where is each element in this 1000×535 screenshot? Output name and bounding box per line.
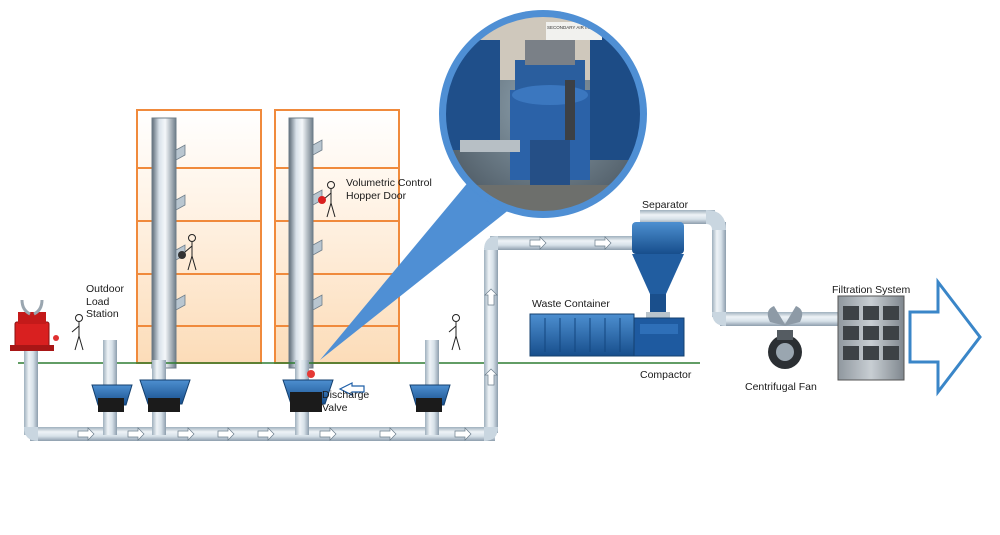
flow-arrow-icon (594, 236, 612, 250)
person-icon (448, 314, 461, 351)
discharge-valve (139, 379, 191, 412)
discharge-valve (91, 384, 133, 412)
flow-arrow-icon (217, 427, 235, 441)
flow-arrow-icon (454, 427, 472, 441)
chute-left (151, 117, 186, 369)
flow-arrow-icon (529, 236, 547, 250)
separator (632, 222, 684, 320)
label-centrifugal-fan: Centrifugal Fan (745, 381, 817, 393)
person-icon (323, 181, 336, 218)
label-filtration-system: Filtration System (832, 284, 911, 296)
discharge-valve (409, 384, 451, 412)
person-icon (184, 234, 197, 271)
photo-sign-text: SECONDARY AIR INTAKE (547, 25, 601, 30)
person-icon (71, 314, 84, 351)
waste-container (529, 313, 635, 357)
flow-arrow-icon (484, 368, 498, 386)
flow-arrows (77, 236, 612, 441)
discharge-valve (282, 370, 334, 412)
label-outdoor-load-station: Outdoor Load Station (86, 283, 124, 320)
chute-right (288, 117, 323, 369)
compactor (633, 317, 685, 357)
flow-arrow-icon (379, 427, 397, 441)
discharge-valve-pointer-icon (338, 382, 365, 396)
flow-arrow-icon (484, 288, 498, 306)
flow-arrow-icon (177, 427, 195, 441)
filtration-system (837, 295, 905, 381)
door-icon (178, 251, 186, 259)
label-volumetric-control-hopper-door: Volumetric Control Hopper Door (346, 177, 432, 202)
flow-arrow-icon (77, 427, 95, 441)
photo-callout: SECONDARY AIR INTAKE (320, 10, 647, 360)
door-icon (318, 196, 326, 204)
label-discharge-valve: Discharge Valve (322, 389, 370, 414)
exhaust-arrow-icon (908, 277, 982, 397)
centrifugal-fan (767, 306, 803, 369)
installation-photo: SECONDARY AIR INTAKE (443, 14, 643, 214)
flow-arrow-icon (257, 427, 275, 441)
label-waste-container: Waste Container (532, 298, 610, 310)
outdoor-load-station (10, 299, 59, 351)
label-separator: Separator (642, 199, 689, 211)
flow-arrow-icon (319, 427, 337, 441)
flow-arrow-icon (127, 427, 145, 441)
label-compactor: Compactor (640, 369, 692, 381)
